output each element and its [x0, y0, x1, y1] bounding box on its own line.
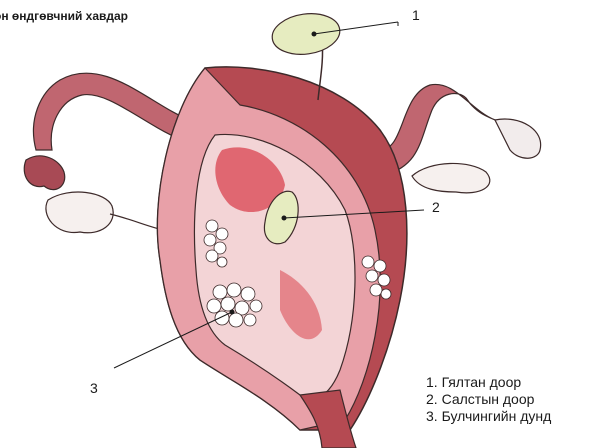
- legend-item-2: 2. Салстын доор: [426, 391, 551, 408]
- legend-item-1: 1. Гялтан доор: [426, 374, 551, 391]
- legend: 1. Гялтан доор 2. Салстын доор 3. Булчин…: [426, 374, 551, 425]
- left-fimbria: [24, 156, 65, 190]
- left-fallopian-tube: [33, 73, 190, 150]
- callout-label-3: 3: [90, 380, 98, 396]
- callout-dot-1: [312, 32, 317, 37]
- right-fimbria: [495, 119, 541, 158]
- callout-dot-2: [282, 216, 287, 221]
- callout-label-2: 2: [432, 199, 440, 215]
- right-ovary: [412, 163, 490, 192]
- left-ovary: [46, 192, 113, 233]
- callout-label-1: 1: [412, 7, 420, 23]
- right-fallopian-tube: [380, 84, 520, 175]
- callout-dot-3: [230, 310, 235, 315]
- legend-item-3: 3. Булчингийн дунд: [426, 408, 551, 425]
- subserosal-fibroid: [270, 9, 343, 58]
